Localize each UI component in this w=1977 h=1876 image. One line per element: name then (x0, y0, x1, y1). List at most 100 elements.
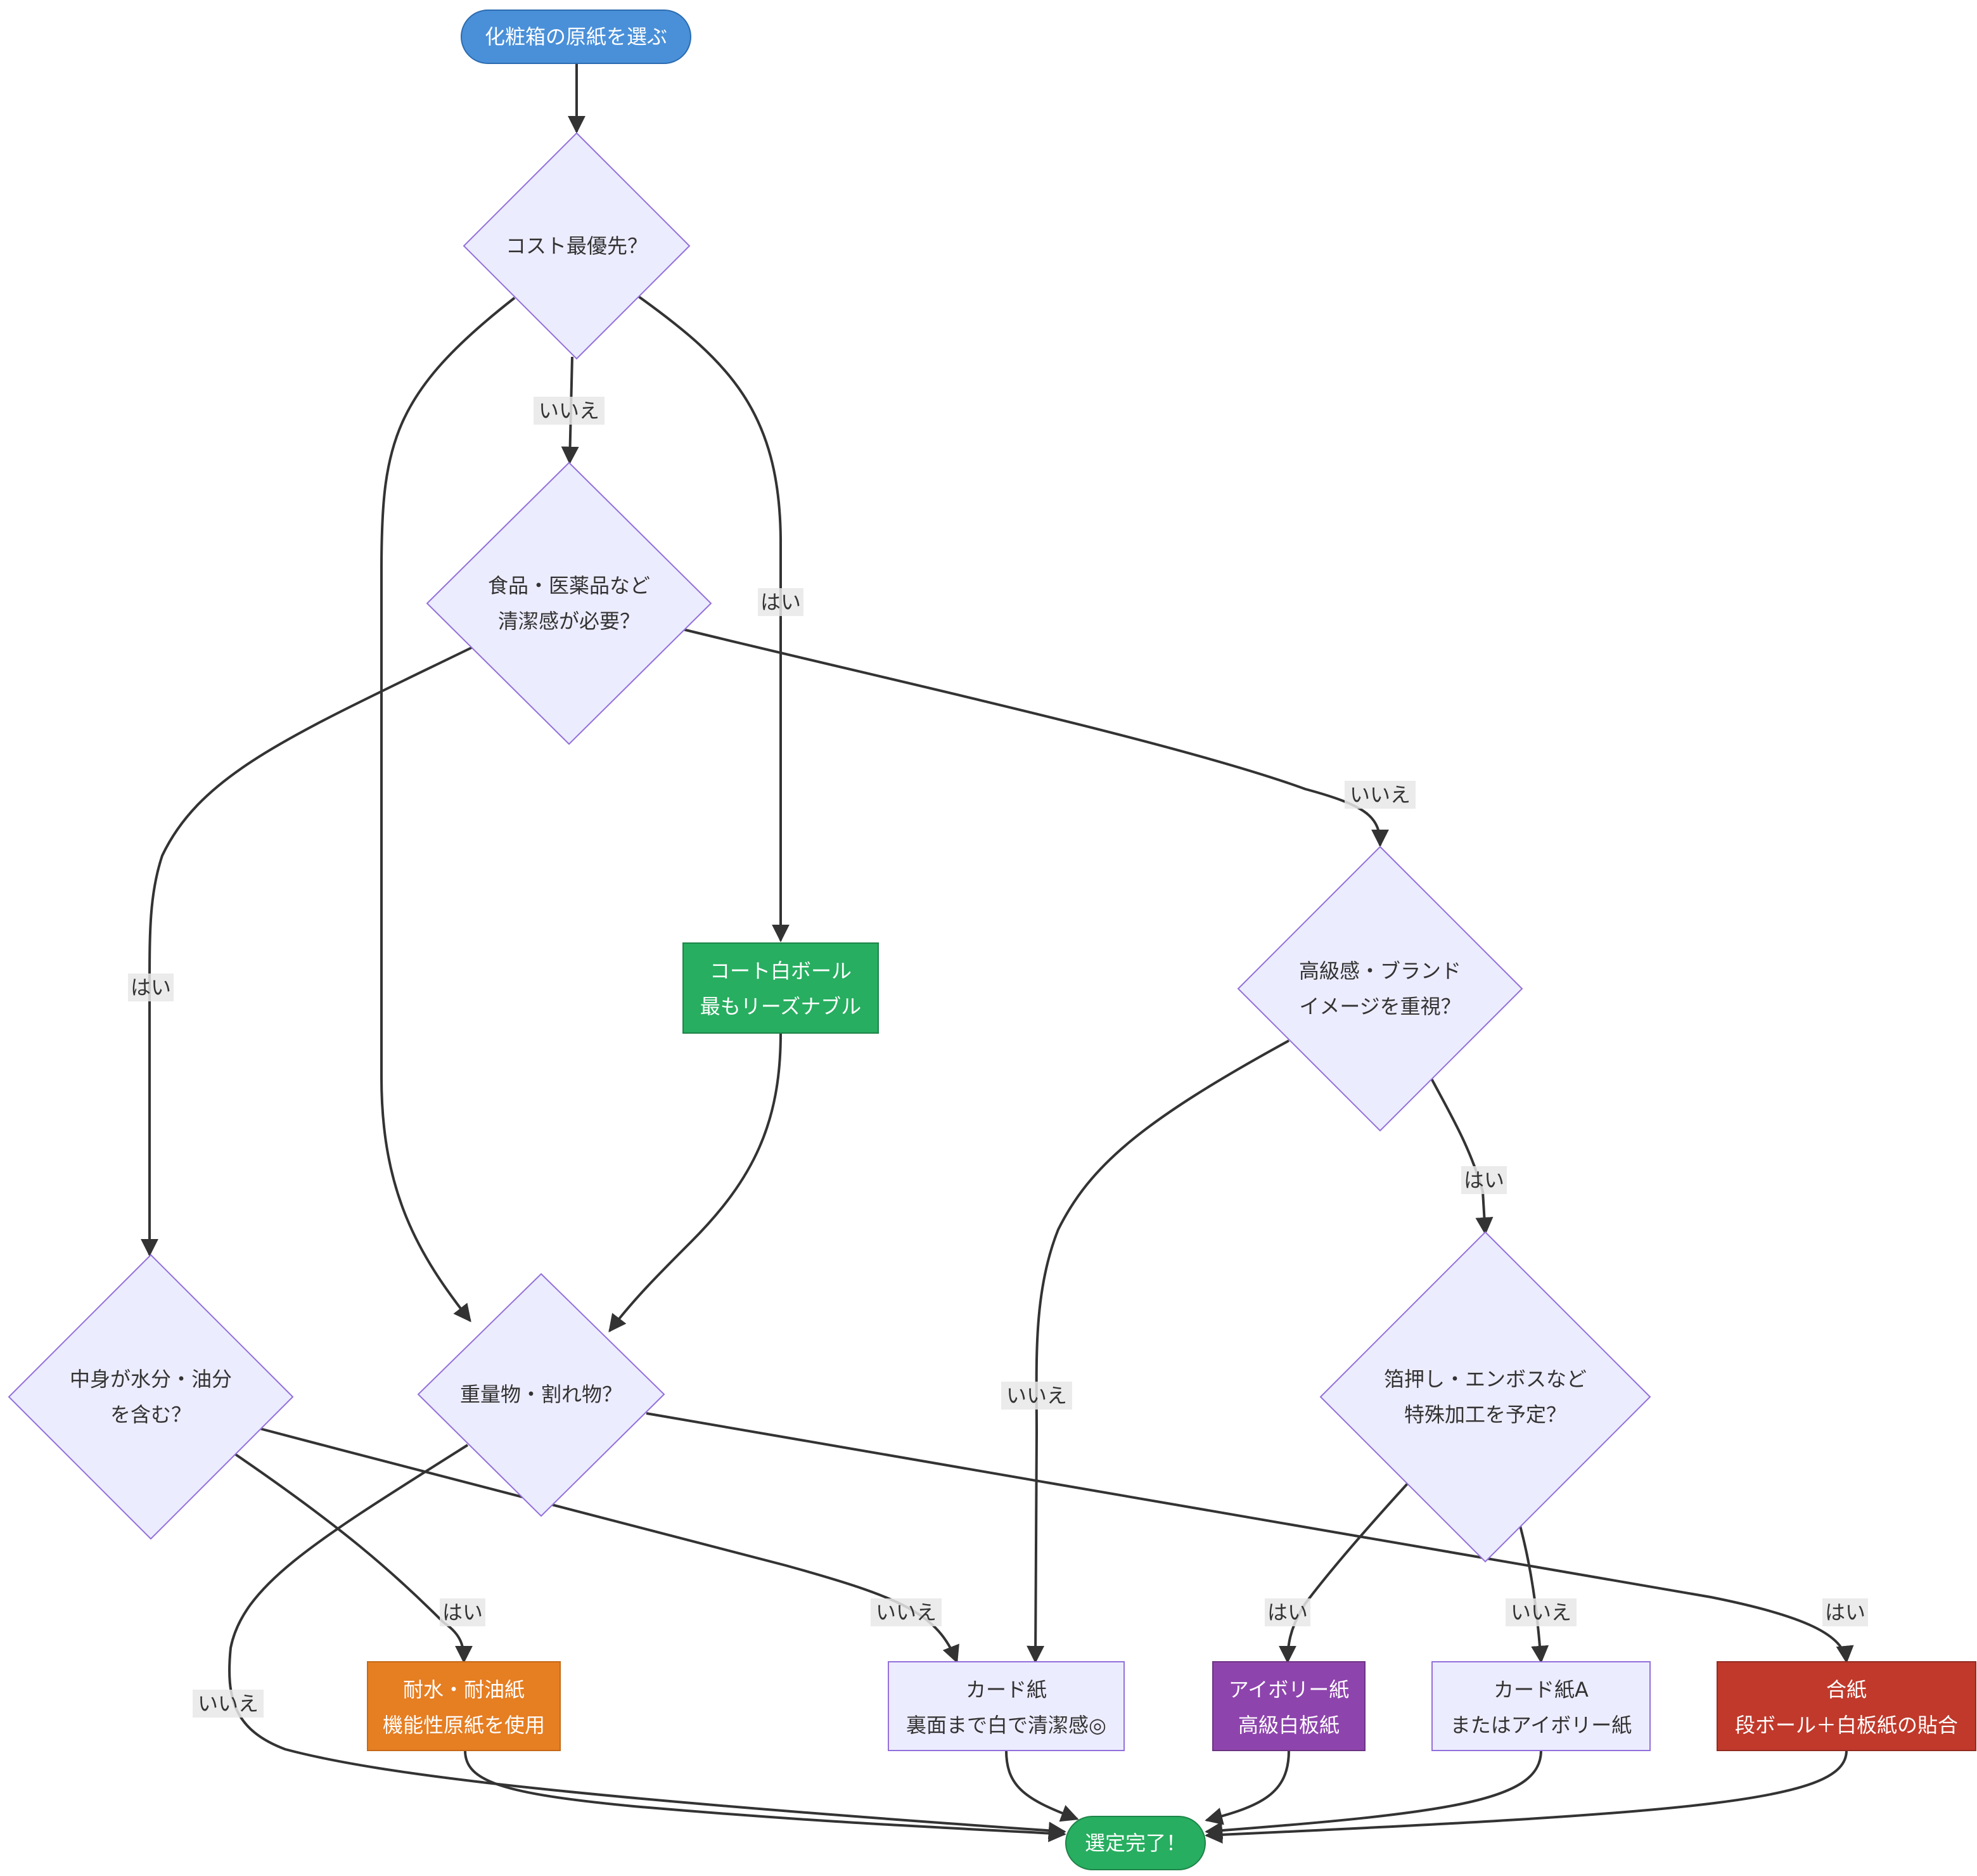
edge-foil-carda (1518, 1523, 1549, 1664)
laminate-label-2: 段ボール＋白板紙の貼合 (1735, 1713, 1958, 1737)
coat-label-1: コート白ボール (710, 959, 852, 983)
edge-label-text: はい (1464, 1168, 1504, 1192)
svg-text:清潔感が必要？: 清潔感が必要？ (498, 609, 640, 633)
ivory-label-2: 高級白板紙 (1238, 1713, 1340, 1737)
result-ivory-paper: アイボリー紙 高級白板紙 (1212, 1661, 1366, 1751)
edge-label-text: いいえ (1350, 783, 1411, 807)
decision-food-label-1: 食品・医薬品など (488, 574, 650, 598)
decision-cost: コスト最優先？ (463, 132, 691, 360)
edge-food-luxury (682, 628, 1389, 847)
svg-text:アイボリー紙: アイボリー紙 (1229, 1678, 1349, 1702)
svg-text:機能性原紙を使用: 機能性原紙を使用 (383, 1713, 545, 1737)
edge-label-foil-no: いいえ (1506, 1598, 1577, 1626)
ivory-label-1: アイボリー紙 (1229, 1678, 1349, 1702)
svg-text:重量物・割れ物？: 重量物・割れ物？ (460, 1382, 622, 1406)
result-laminated-board: 合紙 段ボール＋白板紙の貼合 (1717, 1661, 1976, 1751)
svg-text:段ボール＋白板紙の貼合: 段ボール＋白板紙の貼合 (1735, 1713, 1958, 1737)
edge-label-heavy-yes: はい (1822, 1598, 1868, 1626)
decision-water-label-2: を含む？ (110, 1403, 191, 1427)
edge-label-text: はい (1825, 1600, 1865, 1624)
start-node: 化粧箱の原紙を選ぶ (461, 10, 691, 64)
edge-label-text: はい (1267, 1600, 1308, 1624)
edge-labels: いいえ はい いいえ はい はい いいえ はい いいえ (128, 397, 1868, 1718)
decision-food: 食品・医薬品など 清潔感が必要？ (426, 461, 712, 745)
edge-coat-heavy (608, 1032, 782, 1333)
svg-text:耐水・耐油紙: 耐水・耐油紙 (403, 1678, 525, 1702)
edge-label-food-yes: はい (128, 973, 174, 1001)
decision-luxury-label-2: イメージを重視？ (1299, 994, 1461, 1018)
edge-ivory-end (1205, 1750, 1290, 1825)
wpaper-label-1: 耐水・耐油紙 (403, 1678, 525, 1702)
decision-luxury-label-1: 高級感・ブランド (1299, 959, 1461, 983)
svg-text:カード紙A: カード紙A (1494, 1678, 1589, 1702)
card-label-2: 裏面まで白で清潔感◎ (906, 1713, 1106, 1737)
result-card-paper-a: カード紙A またはアイボリー紙 (1431, 1661, 1651, 1751)
svg-text:またはアイボリー紙: またはアイボリー紙 (1450, 1713, 1632, 1737)
svg-text:コート白ボール: コート白ボール (710, 959, 852, 983)
edge-label-cost-yes: はい (758, 588, 803, 616)
decision-luxury: 高級感・ブランド イメージを重視？ (1237, 845, 1523, 1132)
decision-heavy-label: 重量物・割れ物？ (460, 1382, 622, 1406)
nodes: 化粧箱の原紙を選ぶ コスト最優先？ 食品・医薬品など 清潔感が必要？ コート白ボ… (8, 10, 1976, 1870)
svg-text:中身が水分・油分: 中身が水分・油分 (70, 1367, 232, 1391)
decision-foil-label-2: 特殊加工を予定？ (1404, 1403, 1566, 1427)
svg-text:化粧箱の原紙を選ぶ: 化粧箱の原紙を選ぶ (485, 25, 667, 49)
svg-text:裏面まで白で清潔感◎: 裏面まで白で清潔感◎ (906, 1713, 1106, 1737)
edge-label-text: いいえ (1006, 1384, 1067, 1408)
svg-text:箔押し・エンボスなど: 箔押し・エンボスなど (1384, 1367, 1587, 1391)
svg-text:選定完了！: 選定完了！ (1085, 1831, 1186, 1855)
edge-label-text: いいえ (198, 1692, 259, 1716)
svg-text:を含む？: を含む？ (110, 1403, 191, 1427)
edge-luxury-foil (1430, 1077, 1494, 1235)
laminate-label-1: 合紙 (1826, 1678, 1867, 1702)
decision-food-label-2: 清潔感が必要？ (498, 609, 640, 633)
result-water-resistant-paper: 耐水・耐油紙 機能性原紙を使用 (367, 1661, 561, 1751)
svg-text:コスト最優先？: コスト最優先？ (506, 234, 648, 258)
decision-water: 中身が水分・油分 を含む？ (8, 1254, 294, 1540)
decision-cost-label: コスト最優先？ (506, 234, 648, 258)
edge-label-food-no: いいえ (1345, 781, 1416, 809)
edge-label-luxury-no: いいえ (1001, 1382, 1072, 1410)
card-label-1: カード紙 (966, 1678, 1047, 1702)
end-node: 選定完了！ (1065, 1816, 1206, 1870)
start-label: 化粧箱の原紙を選ぶ (485, 25, 667, 49)
result-coat-board: コート白ボール 最もリーズナブル (682, 942, 879, 1034)
edge-label-text: はい (760, 590, 801, 614)
edge-heavy-laminate (646, 1412, 1854, 1664)
svg-text:合紙: 合紙 (1826, 1678, 1867, 1702)
edge-label-water-no: いいえ (871, 1598, 942, 1626)
svg-text:イメージを重視？: イメージを重視？ (1299, 994, 1461, 1018)
edge-heavy-end (228, 1444, 1066, 1840)
edges (141, 63, 1854, 1844)
edge-food-water (141, 646, 472, 1257)
svg-text:特殊加工を予定？: 特殊加工を予定？ (1404, 1403, 1566, 1427)
svg-text:最もリーズナブル: 最もリーズナブル (700, 994, 861, 1018)
edge-card-end (1005, 1750, 1079, 1822)
decision-water-label-1: 中身が水分・油分 (70, 1367, 232, 1391)
end-label: 選定完了！ (1085, 1831, 1186, 1855)
edge-label-heavy-no: いいえ (193, 1690, 264, 1718)
edge-label-luxury-yes: はい (1461, 1166, 1507, 1194)
edge-wpaper-end (464, 1750, 1066, 1842)
carda-label-1: カード紙A (1494, 1678, 1589, 1702)
edge-water-card (259, 1427, 959, 1664)
edge-carda-end (1205, 1750, 1542, 1840)
decision-heavy: 重量物・割れ物？ (417, 1273, 665, 1517)
svg-text:高級感・ブランド: 高級感・ブランド (1299, 959, 1461, 983)
carda-label-2: またはアイボリー紙 (1450, 1713, 1632, 1737)
edge-cost-heavy (380, 297, 516, 1323)
edge-cost-coat (637, 295, 790, 942)
edge-water-wpaper (234, 1453, 473, 1664)
edge-label-text: はい (131, 975, 171, 999)
svg-text:カード紙: カード紙 (966, 1678, 1047, 1702)
edge-label-text: はい (442, 1600, 483, 1624)
decision-foil-label-1: 箔押し・エンボスなど (1384, 1367, 1587, 1391)
svg-text:高級白板紙: 高級白板紙 (1238, 1713, 1340, 1737)
result-card-paper: カード紙 裏面まで白で清潔感◎ (888, 1661, 1125, 1751)
coat-label-2: 最もリーズナブル (700, 994, 861, 1018)
edge-laminate-end (1205, 1750, 1848, 1844)
edge-label-foil-yes: はい (1265, 1598, 1310, 1626)
wpaper-label-2: 機能性原紙を使用 (383, 1713, 545, 1737)
decision-foil: 箔押し・エンボスなど 特殊加工を予定？ (1319, 1231, 1651, 1563)
